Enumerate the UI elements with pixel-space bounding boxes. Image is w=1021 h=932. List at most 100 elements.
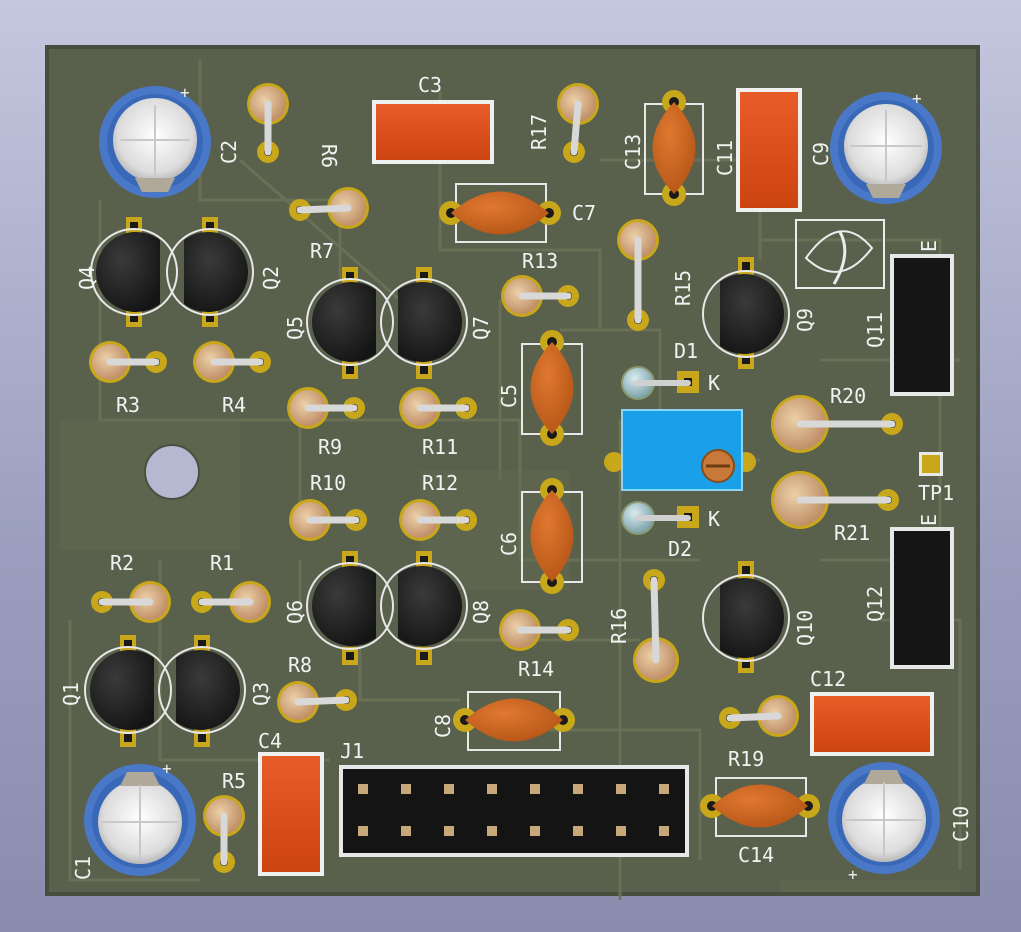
label-c7: C7 bbox=[572, 201, 596, 225]
header-pin bbox=[487, 784, 497, 794]
resistor-r6 bbox=[247, 83, 289, 163]
capacitor-c10 bbox=[828, 762, 940, 874]
label-r11: R11 bbox=[422, 435, 458, 459]
transistor-q6 bbox=[306, 551, 394, 665]
header-pin bbox=[616, 784, 626, 794]
header-pin bbox=[616, 826, 626, 836]
header-pin bbox=[530, 784, 540, 794]
transistor-q7 bbox=[380, 267, 468, 379]
header-pin bbox=[444, 826, 454, 836]
test-point-tp1 bbox=[919, 452, 943, 476]
label-c13: C13 bbox=[621, 134, 645, 170]
silkscreen-labels: C3 C7 C8 C12 C14 C4 C2 C9 C11 C13 C5 C6 … bbox=[59, 73, 973, 884]
label-q2: Q2 bbox=[259, 266, 283, 290]
transistor-q4 bbox=[90, 217, 178, 327]
plus-mark-c9: + bbox=[912, 89, 922, 108]
ceramic-capacitor-c5 bbox=[521, 330, 583, 446]
label-c8: C8 bbox=[431, 714, 455, 738]
resistor-r15 bbox=[617, 219, 659, 331]
diode-d1 bbox=[621, 366, 699, 400]
ceramic-capacitor-c14 bbox=[700, 777, 820, 837]
label-q7: Q7 bbox=[469, 316, 493, 340]
label-q5: Q5 bbox=[283, 316, 307, 340]
ceramic-capacitor-c6 bbox=[521, 478, 583, 594]
capacitor-c9 bbox=[830, 92, 942, 204]
label-c14: C14 bbox=[738, 843, 774, 867]
transistor-q8 bbox=[380, 551, 468, 665]
resistor-r17 bbox=[557, 83, 599, 163]
label-c11: C11 bbox=[713, 140, 737, 176]
resistor-r4 bbox=[193, 341, 271, 383]
label-r2: R2 bbox=[110, 551, 134, 575]
header-pin bbox=[401, 784, 411, 794]
label-c12: C12 bbox=[810, 667, 846, 691]
label-r5: R5 bbox=[222, 769, 246, 793]
film-capacitor-c12 bbox=[810, 692, 934, 756]
resistor-r13 bbox=[501, 275, 579, 317]
resistor-r11 bbox=[399, 387, 477, 429]
film-capacitor-c4 bbox=[258, 752, 324, 876]
label-q3: Q3 bbox=[249, 682, 273, 706]
header-pin bbox=[573, 826, 583, 836]
label-c5: C5 bbox=[497, 384, 521, 408]
label-r9: R9 bbox=[318, 435, 342, 459]
transistor-q1 bbox=[84, 635, 172, 747]
label-e2: E bbox=[917, 514, 941, 526]
resistor-r16 bbox=[633, 569, 679, 683]
resistor-r2 bbox=[91, 581, 171, 623]
label-c4: C4 bbox=[258, 729, 282, 753]
diode-d2 bbox=[621, 501, 699, 535]
label-r16: R16 bbox=[607, 608, 631, 644]
label-k1: K bbox=[708, 371, 720, 395]
resistor-r12 bbox=[399, 499, 477, 541]
label-q11: Q11 bbox=[863, 312, 887, 348]
label-c10: C10 bbox=[949, 806, 973, 842]
label-r1: R1 bbox=[210, 551, 234, 575]
label-q10: Q10 bbox=[793, 610, 817, 646]
label-r20: R20 bbox=[830, 384, 866, 408]
label-c6: C6 bbox=[497, 532, 521, 556]
label-r21: R21 bbox=[834, 521, 870, 545]
label-d2: D2 bbox=[668, 537, 692, 561]
label-r13: R13 bbox=[522, 249, 558, 273]
trimmer-potentiometer bbox=[604, 409, 756, 491]
header-pin bbox=[358, 826, 368, 836]
label-c3: C3 bbox=[418, 73, 442, 97]
label-r12: R12 bbox=[422, 471, 458, 495]
label-q1: Q1 bbox=[59, 682, 83, 706]
header-pin bbox=[444, 784, 454, 794]
resistor-r3 bbox=[89, 341, 167, 383]
label-r6: R6 bbox=[317, 144, 341, 168]
plus-mark-c2: + bbox=[180, 83, 190, 102]
label-k2: K bbox=[708, 507, 720, 531]
resistor-r20 bbox=[771, 395, 903, 453]
eye-logo bbox=[795, 219, 885, 289]
label-c9: C9 bbox=[809, 142, 833, 166]
header-pin bbox=[573, 784, 583, 794]
film-capacitor-c11 bbox=[736, 88, 802, 212]
capacitor-c1 bbox=[84, 764, 196, 876]
header-pin bbox=[401, 826, 411, 836]
label-r4: R4 bbox=[222, 393, 246, 417]
transistor-q2 bbox=[166, 217, 254, 327]
label-e1: E bbox=[917, 240, 941, 252]
label-r15: R15 bbox=[671, 270, 695, 306]
transistors-group bbox=[84, 217, 790, 747]
transistor-q10 bbox=[702, 561, 790, 673]
label-q8: Q8 bbox=[469, 600, 493, 624]
label-r14: R14 bbox=[518, 657, 554, 681]
capacitor-c2 bbox=[99, 86, 211, 198]
plus-mark-c10: + bbox=[848, 865, 858, 884]
label-j1: J1 bbox=[340, 739, 364, 763]
resistor-r21 bbox=[771, 471, 899, 529]
ceramic-capacitor-c13 bbox=[644, 90, 704, 206]
mounting-hole bbox=[144, 444, 200, 500]
resistor-r9 bbox=[287, 387, 365, 429]
resistor-r14 bbox=[499, 609, 579, 651]
label-r3: R3 bbox=[116, 393, 140, 417]
label-r7: R7 bbox=[310, 239, 334, 263]
transistor-q11 bbox=[890, 254, 954, 396]
header-pin bbox=[659, 826, 669, 836]
header-pin bbox=[487, 826, 497, 836]
